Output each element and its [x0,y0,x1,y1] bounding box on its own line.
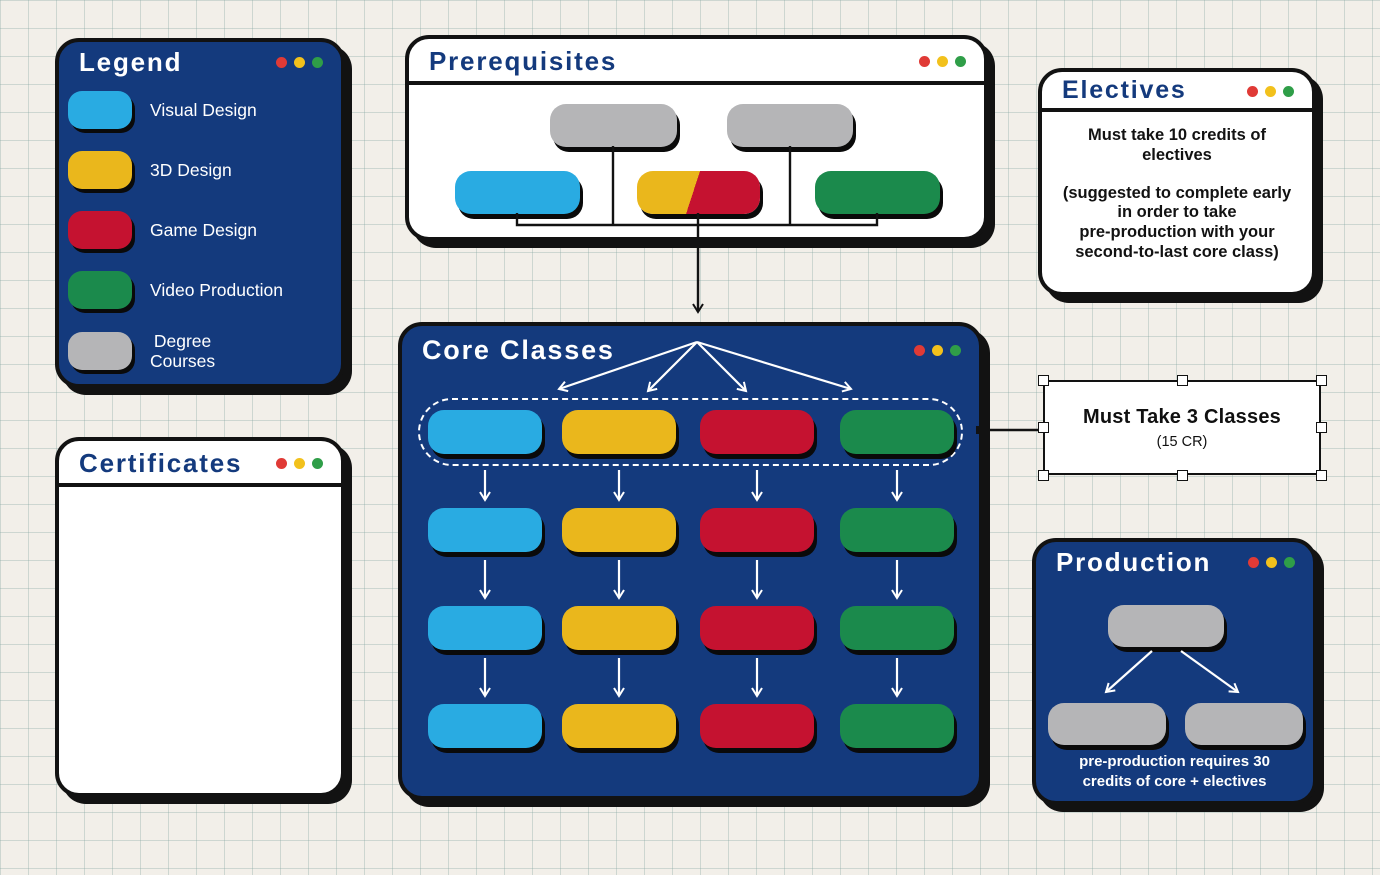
prereq-degree-pill-2[interactable] [727,104,853,147]
window-dots [276,457,323,469]
window-dots [1247,85,1294,97]
yellow-dot-icon [932,345,943,357]
video-production-swatch[interactable] [68,270,132,309]
production-window[interactable]: Production pre-production requires 30 cr… [1032,538,1317,805]
green-dot-icon [1284,556,1295,568]
legend-item-visual-design: Visual Design [68,90,327,129]
legend-item-label: Degree Courses [150,330,216,371]
red-dot-icon [1248,556,1259,568]
electives-text-1: Must take 10 credits of electives [1088,126,1266,164]
core-pill-3d-design[interactable] [562,508,676,552]
legend-item-video-production: Video Production [68,270,327,309]
core-pill-visual-design[interactable] [428,508,542,552]
window-dots [1248,556,1295,568]
core-classes-window[interactable]: Core Classes [398,322,983,800]
red-dot-icon [276,457,287,469]
note-line-1: Must Take 3 Classes [1083,405,1281,428]
selection-handle-top-right[interactable] [1315,374,1327,386]
visual-design-swatch[interactable] [68,90,132,129]
green-dot-icon [312,457,323,469]
core-pill-3d-design[interactable] [562,606,676,650]
production-course-pill-right[interactable] [1185,703,1303,745]
green-dot-icon [1283,85,1294,97]
prerequisites-title: Prerequisites [429,45,618,76]
red-dot-icon [919,55,930,67]
prerequisites-titlebar: Prerequisites [409,39,984,85]
legend-item-game-design: Game Design [68,210,327,249]
electives-title: Electives [1062,76,1187,105]
core-classes-titlebar: Core Classes [402,326,979,370]
3d-design-swatch[interactable] [68,150,132,189]
legend-title: Legend [79,47,183,77]
red-dot-icon [1247,85,1258,97]
production-course-pill-left[interactable] [1048,703,1166,745]
selection-handle-bottom-left[interactable] [1037,469,1049,481]
green-dot-icon [955,55,966,67]
selection-handle-bottom-mid[interactable] [1176,469,1188,481]
core-pill-3d-design[interactable] [562,704,676,748]
selection-handle-right-mid[interactable] [1315,421,1327,433]
red-dot-icon [276,56,287,68]
green-dot-icon [950,345,961,357]
core-pill-game-design[interactable] [700,410,814,454]
core-pill-video-production[interactable] [840,606,954,650]
core-pill-video-production[interactable] [840,508,954,552]
prereq-video-pill[interactable] [815,171,940,214]
game-design-swatch[interactable] [68,210,132,249]
red-dot-icon [914,345,925,357]
yellow-dot-icon [937,55,948,67]
yellow-dot-icon [1265,85,1276,97]
certificates-titlebar: Certificates [59,441,341,487]
prereq-degree-pill-1[interactable] [550,104,677,147]
electives-text-2: (suggested to complete early in order to… [1062,183,1292,261]
selection-handle-top-mid[interactable] [1176,374,1188,386]
core-classes-title: Core Classes [422,335,615,365]
core-pill-game-design[interactable] [700,704,814,748]
prerequisites-window[interactable]: Prerequisites [405,35,988,241]
note-box[interactable]: Must Take 3 Classes (15 CR) [1043,380,1321,475]
legend-item-3d-design: 3D Design [68,150,327,189]
selection-handle-top-left[interactable] [1037,374,1049,386]
window-dots [919,55,966,67]
electives-window[interactable]: Electives Must take 10 credits of electi… [1038,68,1316,296]
legend-titlebar: Legend [59,42,341,81]
legend-item-label: Video Production [150,279,283,300]
note-line-2: (15 CR) [1156,433,1208,450]
core-pill-visual-design[interactable] [428,606,542,650]
electives-body: Must take 10 credits of electives (sugge… [1042,112,1312,277]
legend-item-degree-courses: Degree Courses [68,331,327,371]
production-caption: pre-production requires 30 credits of co… [1079,753,1270,790]
legend-items: Visual Design 3D Design Game Design Vide… [59,81,341,371]
production-titlebar: Production [1036,542,1313,581]
certificates-title: Certificates [79,447,243,478]
prereq-3d-and-game-pill[interactable] [637,171,760,214]
core-pill-game-design[interactable] [700,606,814,650]
prereq-visual-design-pill[interactable] [455,171,580,214]
production-title: Production [1056,547,1212,577]
core-pill-visual-design[interactable] [428,704,542,748]
core-pill-video-production[interactable] [840,704,954,748]
production-preproduction-pill[interactable] [1108,605,1224,647]
core-pill-visual-design[interactable] [428,410,542,454]
yellow-dot-icon [294,56,305,68]
legend-window[interactable]: Legend Visual Design 3D Design Game Desi… [55,38,345,388]
core-pill-game-design[interactable] [700,508,814,552]
legend-item-label: Visual Design [150,99,257,120]
selection-handle-bottom-right[interactable] [1315,469,1327,481]
degree-courses-swatch[interactable] [68,331,132,370]
selection-handle-left-mid[interactable] [1037,421,1049,433]
core-pill-3d-design[interactable] [562,410,676,454]
yellow-dot-icon [1266,556,1277,568]
window-dots [914,345,961,357]
green-dot-icon [312,56,323,68]
certificates-window[interactable]: Certificates [55,437,345,797]
window-dots [276,56,323,68]
yellow-dot-icon [294,457,305,469]
core-pill-video-production[interactable] [840,410,954,454]
legend-item-label: 3D Design [150,159,232,180]
first-semester-dashed-group [418,398,963,466]
legend-item-label: Game Design [150,219,257,240]
electives-titlebar: Electives [1042,72,1312,112]
